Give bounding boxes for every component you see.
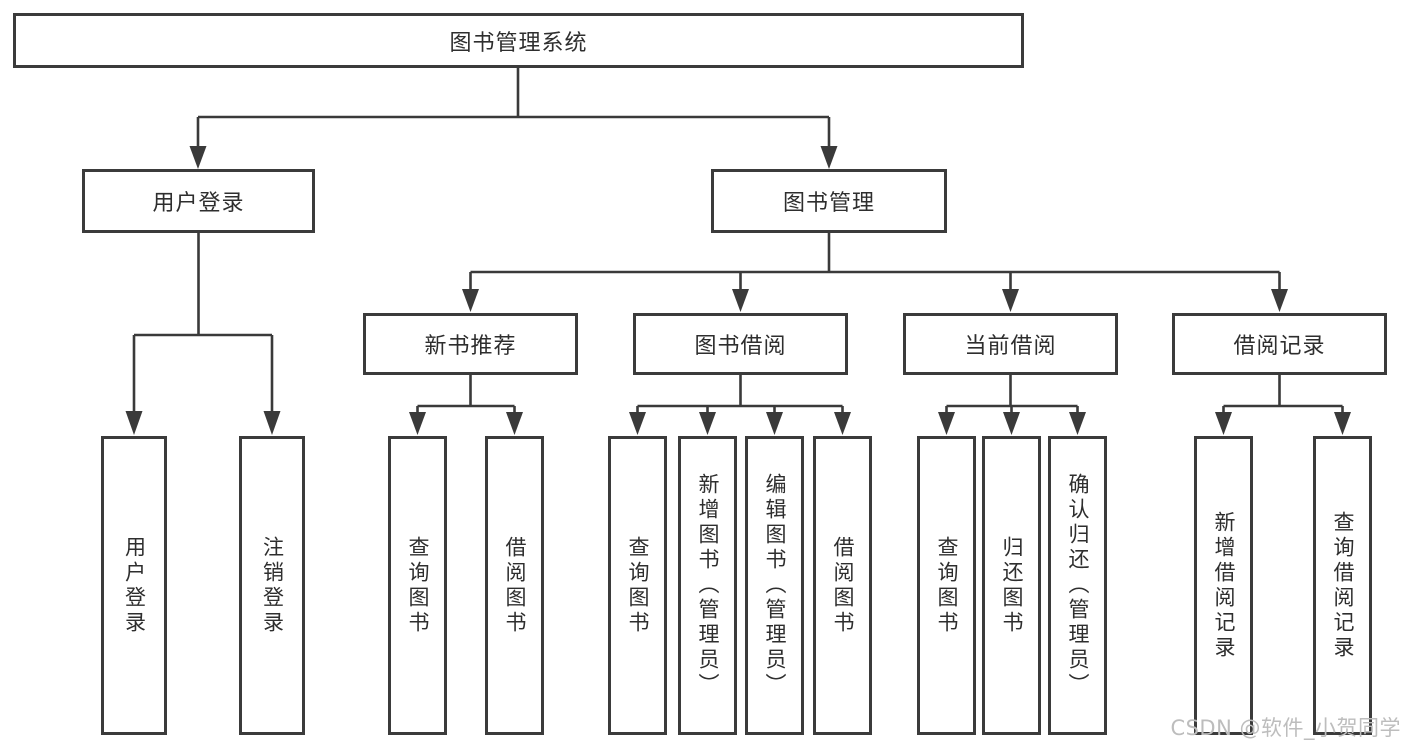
edge-book-borrow-to-leaves: [629, 375, 851, 435]
leaf-query-borrow-record-label: 查询借阅记录: [1331, 510, 1355, 661]
leaf-rec-borrow-books-label: 借阅图书: [503, 535, 527, 636]
csdn-watermark: CSDN @软件_小贺同学: [1170, 716, 1401, 740]
leaf-add-borrow-record-label: 新增借阅记录: [1212, 510, 1236, 661]
node-root-system-label: 图书管理系统: [449, 30, 588, 56]
leaf-current-query-books-label: 查询图书: [935, 535, 959, 636]
node-current-borrow-label: 当前借阅: [964, 334, 1057, 359]
leaf-confirm-return-admin: 确认归还（管理员）: [1048, 436, 1107, 735]
leaf-borrow-query-books: 查询图书: [608, 436, 667, 735]
node-user-login: 用户登录: [82, 169, 315, 233]
node-borrow-records: 借阅记录: [1172, 313, 1387, 375]
leaf-rec-borrow-books: 借阅图书: [485, 436, 544, 735]
leaf-borrow-query-books-label: 查询图书: [626, 535, 650, 636]
node-user-login-label: 用户登录: [152, 191, 245, 216]
leaf-rec-query-books: 查询图书: [388, 436, 447, 735]
node-book-mgmt: 图书管理: [711, 169, 947, 233]
edge-root-to-level2: [189, 68, 838, 169]
leaf-add-books-admin: 新增图书（管理员）: [678, 436, 737, 735]
leaf-add-borrow-record: 新增借阅记录: [1194, 436, 1253, 735]
node-book-borrow: 图书借阅: [633, 313, 848, 375]
leaf-user-login: 用户登录: [101, 436, 167, 735]
node-borrow-records-label: 借阅记录: [1233, 334, 1326, 359]
edge-current-borrow-to-leaves: [938, 375, 1086, 435]
edge-borrow-records-to-leaves: [1215, 375, 1351, 435]
leaf-logout-label: 注销登录: [260, 535, 285, 636]
leaf-rec-query-books-label: 查询图书: [406, 535, 430, 636]
node-new-book-rec-label: 新书推荐: [424, 334, 517, 359]
leaf-edit-books-admin-label: 编辑图书（管理员）: [763, 473, 787, 698]
leaf-edit-books-admin: 编辑图书（管理员）: [745, 436, 804, 735]
node-new-book-rec: 新书推荐: [363, 313, 578, 375]
edge-user-login-to-leaves: [125, 233, 281, 435]
edge-new-book-rec-to-leaves: [409, 375, 523, 435]
leaf-current-query-books: 查询图书: [917, 436, 976, 735]
node-book-borrow-label: 图书借阅: [694, 334, 787, 359]
leaf-borrow-books: 借阅图书: [813, 436, 872, 735]
leaf-borrow-books-label: 借阅图书: [831, 535, 855, 636]
edge-book-mgmt-to-level3: [462, 233, 1288, 312]
node-current-borrow: 当前借阅: [903, 313, 1118, 375]
leaf-add-books-admin-label: 新增图书（管理员）: [696, 473, 720, 698]
leaf-query-borrow-record: 查询借阅记录: [1313, 436, 1372, 735]
leaf-return-books-label: 归还图书: [1000, 535, 1024, 636]
leaf-confirm-return-admin-label: 确认归还（管理员）: [1066, 473, 1090, 698]
node-book-mgmt-label: 图书管理: [782, 191, 875, 216]
leaf-logout: 注销登录: [239, 436, 305, 735]
leaf-return-books: 归还图书: [982, 436, 1041, 735]
node-root-system: 图书管理系统: [13, 13, 1024, 68]
leaf-user-login-label: 用户登录: [122, 535, 147, 636]
